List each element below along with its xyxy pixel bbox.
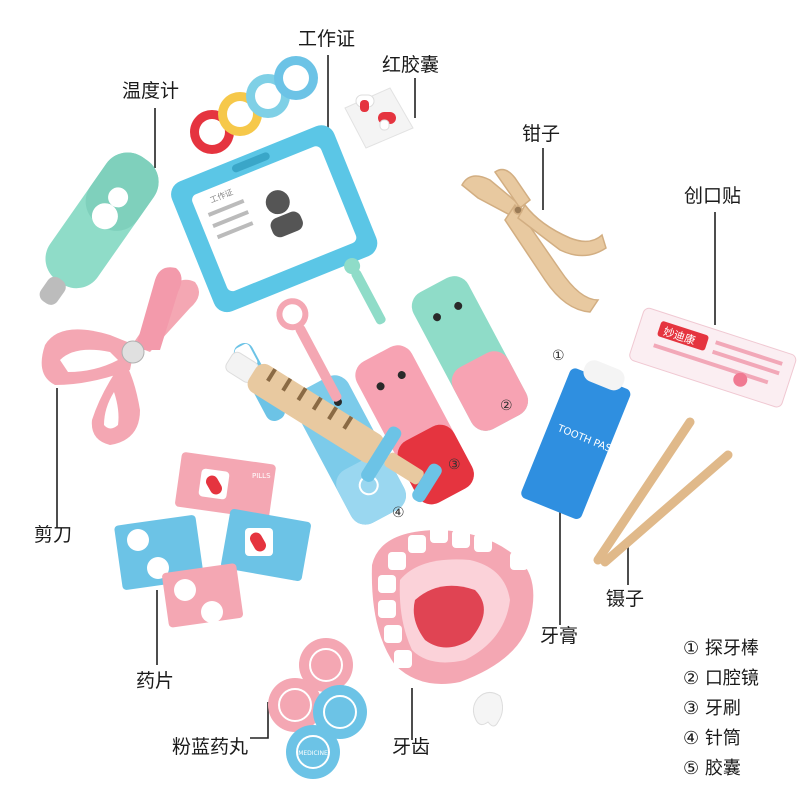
legend-name: 胶囊 bbox=[704, 758, 741, 779]
legend-name: 口腔镜 bbox=[704, 668, 759, 689]
leader-pills bbox=[250, 702, 269, 739]
label-tablets: 药片 bbox=[136, 670, 175, 692]
legend-num: ⑤ bbox=[683, 758, 700, 779]
marker-syringe: ④ bbox=[392, 505, 405, 521]
bandage-toy: 妙迪康 bbox=[629, 307, 797, 408]
badge-discs bbox=[190, 56, 318, 154]
toothpaste-toy: TOOTH PASTE bbox=[521, 360, 631, 519]
label-scissors: 剪刀 bbox=[34, 524, 73, 546]
pill-stamp: MEDICINE bbox=[298, 750, 328, 757]
label-pills: 粉蓝药丸 bbox=[172, 736, 249, 758]
work-badge-toy: 工作证 bbox=[171, 125, 378, 313]
pliers-toy bbox=[461, 168, 607, 313]
label-tweezers: 镊子 bbox=[606, 588, 645, 610]
scissors-toy bbox=[41, 267, 199, 445]
label-teeth: 牙齿 bbox=[392, 736, 431, 758]
legend-num: ④ bbox=[683, 728, 700, 749]
probe-toy bbox=[344, 258, 529, 431]
label-red-capsule: 红胶囊 bbox=[382, 54, 440, 76]
legend-item: ④ 针筒 bbox=[683, 730, 741, 748]
label-pliers: 钳子 bbox=[522, 123, 561, 145]
label-toothpaste: 牙膏 bbox=[540, 625, 579, 647]
legend-item: ① 探牙棒 bbox=[683, 640, 759, 658]
legend-item: ② 口腔镜 bbox=[683, 670, 759, 688]
leader-lines bbox=[56, 55, 716, 740]
pills-toy: MEDICINE bbox=[268, 638, 367, 779]
legend-name: 探牙棒 bbox=[704, 638, 759, 659]
legend-name: 牙刷 bbox=[704, 698, 741, 719]
marker-mirror: ② bbox=[500, 398, 513, 414]
capsule-box-print: PILLS bbox=[252, 472, 271, 480]
teeth-model-toy bbox=[371, 525, 534, 727]
tweezers-toy bbox=[593, 417, 733, 567]
red-capsule-tray bbox=[344, 87, 414, 149]
label-work-badge: 工作证 bbox=[298, 28, 356, 50]
legend-item: ⑤ 胶囊 bbox=[683, 760, 741, 778]
marker-probe: ① bbox=[552, 348, 565, 364]
label-thermometer: 温度计 bbox=[122, 80, 180, 102]
legend-name: 针筒 bbox=[704, 728, 741, 749]
legend-item: ③ 牙刷 bbox=[683, 700, 741, 718]
legend-num: ① bbox=[683, 638, 700, 659]
tablets-toy bbox=[114, 515, 244, 628]
legend-num: ③ bbox=[683, 698, 700, 719]
marker-toothbrush: ③ bbox=[448, 457, 461, 473]
thermometer-toy bbox=[39, 152, 159, 305]
label-bandage: 创口贴 bbox=[684, 185, 742, 207]
legend-num: ② bbox=[683, 668, 700, 689]
capsule-box-toy: PILLS bbox=[175, 452, 311, 582]
syringe-toy bbox=[225, 351, 442, 503]
